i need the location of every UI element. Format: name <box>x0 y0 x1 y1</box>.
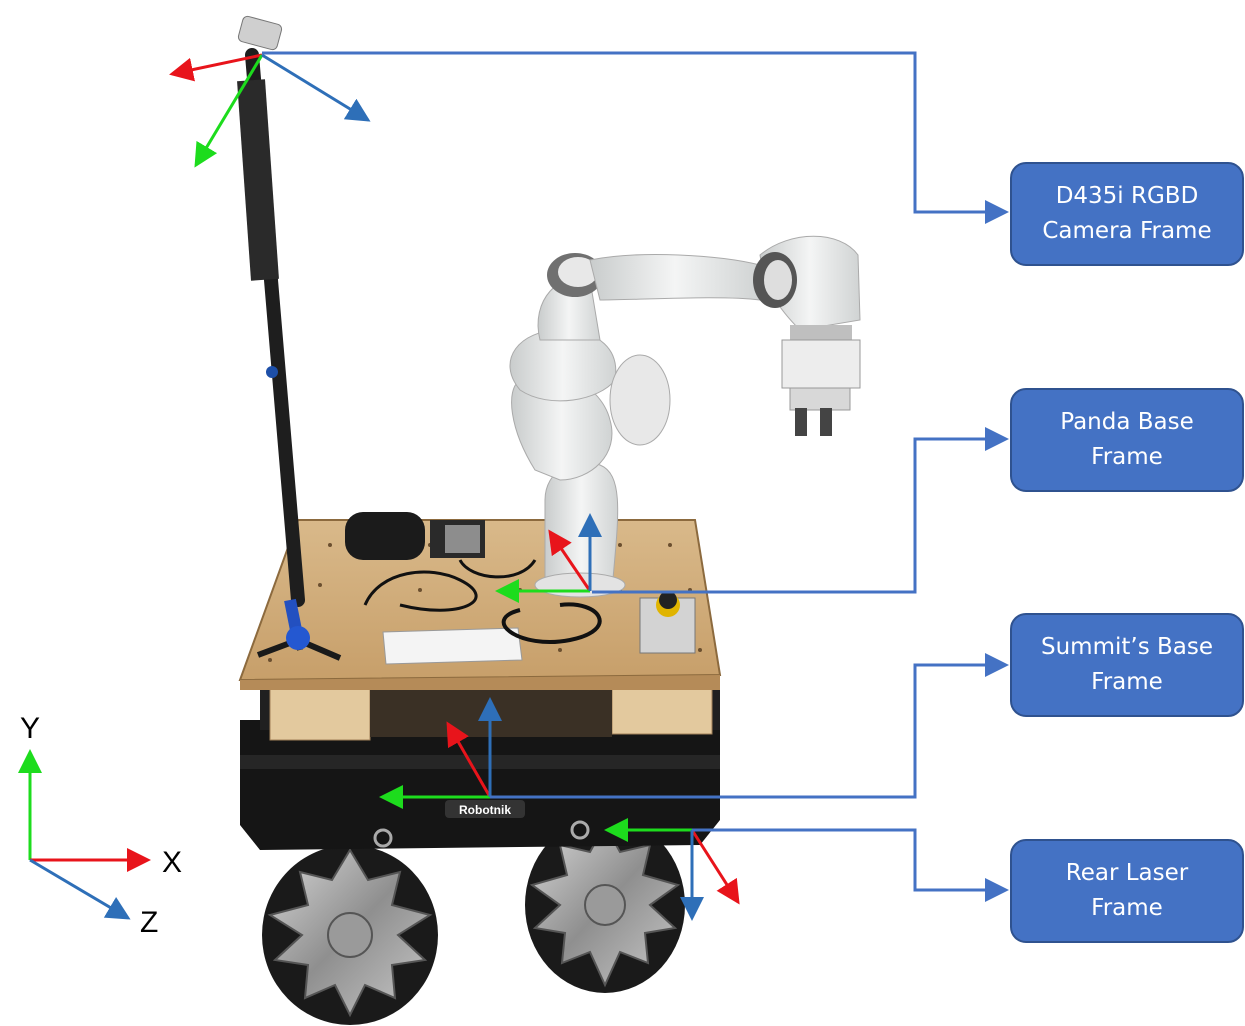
platform-equipment <box>345 512 696 654</box>
legend-z-label: Z <box>140 906 159 939</box>
legend-z-arrow <box>29 858 131 920</box>
laser-connector <box>692 828 1009 902</box>
laser-frame-label: Rear Laser Frame <box>1010 839 1244 943</box>
summit-frame-line2: Frame <box>1091 669 1163 695</box>
panda-frame-line2: Frame <box>1091 444 1163 470</box>
legend-y-label: Y <box>20 712 41 745</box>
panda-arm <box>509 235 861 598</box>
laser-frame-axes <box>604 818 740 921</box>
robotnik-logo: Robotnik <box>459 803 511 817</box>
connector-lines <box>262 51 1009 902</box>
camera-frame-axes <box>169 53 371 168</box>
summit-connector <box>490 653 1009 799</box>
laser-frame-line2: Frame <box>1091 895 1163 921</box>
camera-pole <box>237 15 342 661</box>
summit-frame-axes <box>379 697 502 809</box>
wheel-left <box>262 845 438 1025</box>
laser-frame-line1: Rear Laser <box>1065 860 1189 886</box>
summit-frame-line1: Summit’s Base <box>1040 634 1213 660</box>
camera-frame-label: D435i RGBD Camera Frame <box>1010 162 1244 266</box>
panda-frame-line1: Panda Base <box>1060 409 1194 435</box>
wheel-right <box>525 817 685 993</box>
summit-frame-label: Summit’s Base Frame <box>1010 613 1244 717</box>
axis-legend <box>18 749 151 920</box>
d435i-camera <box>237 15 283 51</box>
panda-connector <box>592 427 1009 594</box>
camera-frame-line1: D435i RGBD <box>1055 183 1199 209</box>
camera-frame-line2: Camera Frame <box>1042 218 1212 244</box>
camera-connector <box>262 51 1009 224</box>
panda-frame-label: Panda Base Frame <box>1010 388 1244 492</box>
panda-frame-axes <box>495 513 602 603</box>
legend-x-label: X <box>162 846 183 879</box>
